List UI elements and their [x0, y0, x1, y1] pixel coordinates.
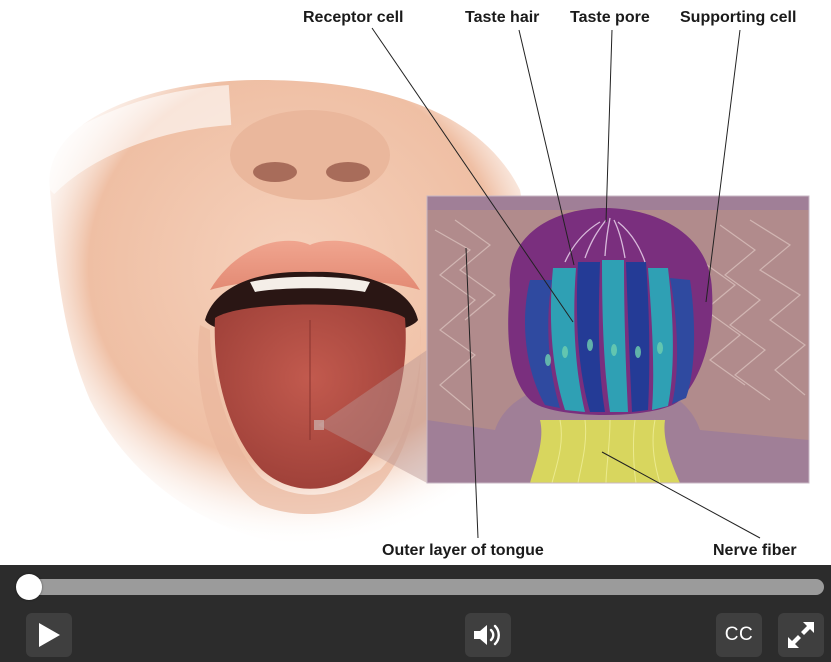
player-controls: CC: [0, 565, 831, 662]
cc-label: CC: [725, 624, 753, 646]
taste-bud-illustration: [0, 0, 831, 565]
label-taste-pore: Taste pore: [570, 9, 650, 27]
play-icon: [36, 621, 62, 649]
progress-bar[interactable]: [18, 579, 824, 595]
label-supporting-cell: Supporting cell: [680, 9, 796, 27]
closed-captions-button[interactable]: CC: [716, 613, 762, 657]
progress-thumb[interactable]: [16, 574, 42, 600]
label-receptor-cell: Receptor cell: [303, 9, 403, 27]
label-nerve-fiber: Nerve fiber: [713, 542, 797, 560]
volume-button[interactable]: [465, 613, 511, 657]
play-button[interactable]: [26, 613, 72, 657]
label-taste-hair: Taste hair: [465, 9, 539, 27]
volume-icon: [472, 621, 504, 649]
fullscreen-icon: [786, 620, 816, 650]
fullscreen-button[interactable]: [778, 613, 824, 657]
label-outer-layer-of-tongue: Outer layer of tongue: [382, 542, 544, 560]
video-frame: Receptor cell Taste hair Taste pore Supp…: [0, 0, 831, 565]
taste-bud-inset: [427, 196, 809, 483]
